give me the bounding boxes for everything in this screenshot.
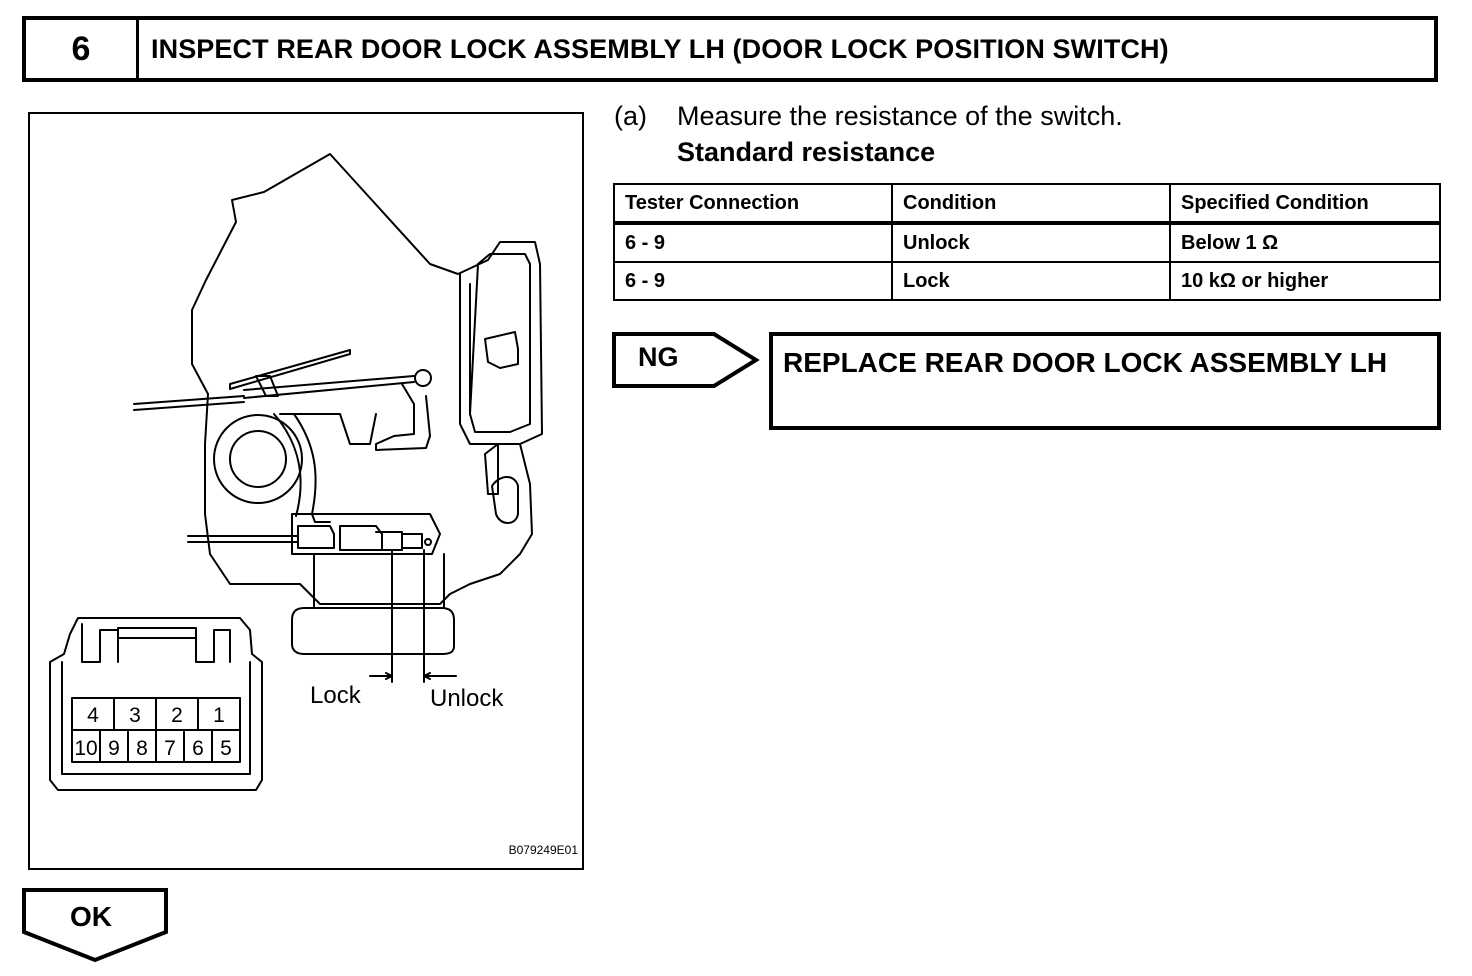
table-cell: 6 - 9 (613, 261, 893, 301)
lock-label: Lock (310, 682, 362, 709)
figure-code: B079249E01 (509, 843, 579, 857)
table-cell: 6 - 9 (613, 222, 893, 263)
pin-label: 8 (136, 737, 148, 760)
pin-label: 3 (129, 704, 141, 727)
pin-label: 7 (164, 737, 176, 760)
table-cell: 10 kΩ or higher (1169, 261, 1441, 301)
step-number: 6 (26, 20, 139, 78)
column-header: Tester Connection (613, 183, 893, 225)
table-cell: Below 1 Ω (1169, 222, 1441, 263)
table-row: 6 - 9 Unlock Below 1 Ω (613, 222, 1441, 263)
standard-resistance-heading: Standard resistance (677, 137, 936, 167)
column-header: Specified Condition (1169, 183, 1441, 225)
pin-label: 5 (220, 737, 232, 760)
ng-action-box: REPLACE REAR DOOR LOCK ASSEMBLY LH (769, 332, 1441, 430)
ng-label: NG (638, 342, 679, 372)
instruction-label: (a) (614, 101, 647, 131)
ok-arrow-icon (22, 888, 168, 963)
table-row: 6 - 9 Lock 10 kΩ or higher (613, 261, 1441, 301)
pin-label: 6 (192, 737, 204, 760)
instruction-text: Measure the resistance of the switch. (677, 101, 1123, 131)
unlock-label: Unlock (430, 685, 504, 712)
ng-arrow-icon (612, 332, 760, 388)
door-lock-illustration: 4 3 2 1 10 9 8 7 6 5 Lock Unlock B079249… (49, 153, 579, 857)
pin-label: 1 (213, 704, 225, 727)
pin-label: 9 (108, 737, 120, 760)
pin-label: 2 (171, 704, 183, 727)
table-cell: Unlock (891, 222, 1171, 263)
table-cell: Lock (891, 261, 1171, 301)
ok-label: OK (70, 901, 112, 932)
pin-label: 4 (87, 704, 99, 727)
step-header: 6 INSPECT REAR DOOR LOCK ASSEMBLY LH (DO… (22, 16, 1438, 82)
step-title: INSPECT REAR DOOR LOCK ASSEMBLY LH (DOOR… (151, 33, 1169, 64)
column-header: Condition (891, 183, 1171, 225)
table-header-row: Tester Connection Condition Specified Co… (613, 183, 1441, 225)
resistance-table: Tester Connection Condition Specified Co… (613, 183, 1441, 301)
pin-label: 10 (74, 737, 97, 760)
door-lock-diagram: 4 3 2 1 10 9 8 7 6 5 Lock Unlock B079249… (28, 112, 584, 870)
